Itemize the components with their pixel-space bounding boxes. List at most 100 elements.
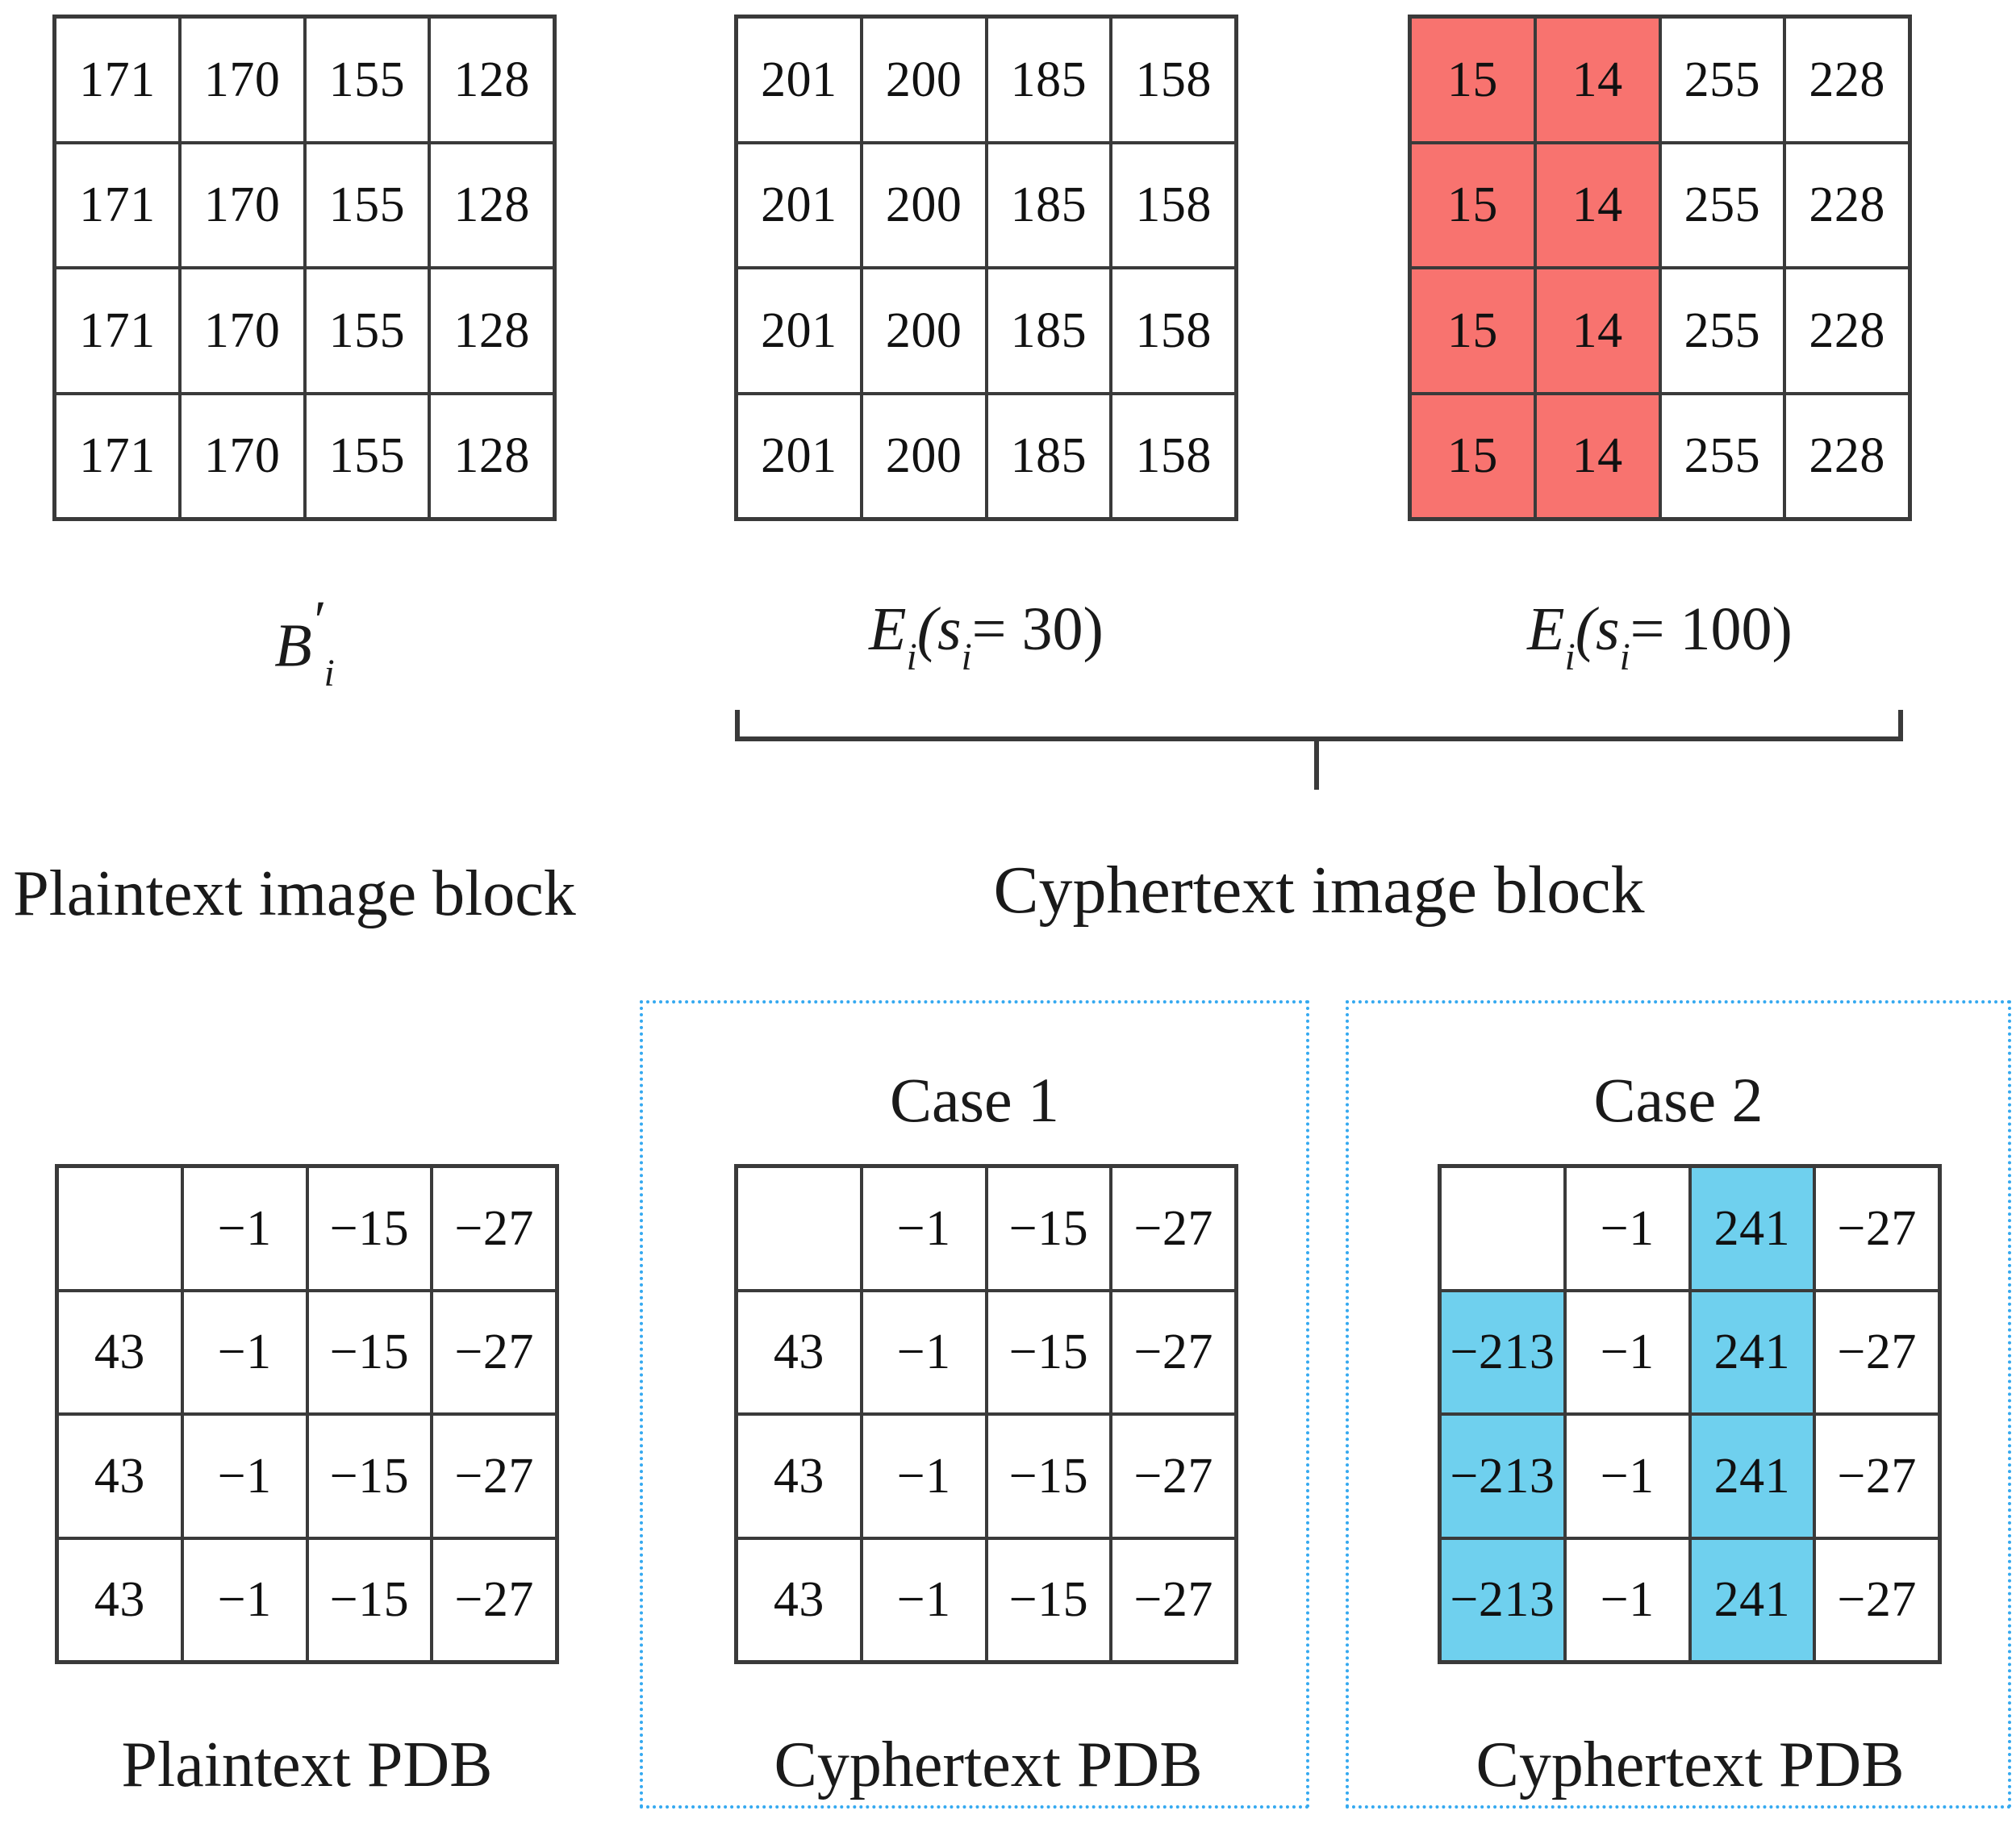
- grid-cell: 155: [306, 394, 428, 517]
- grid-cell: 201: [738, 394, 860, 517]
- grid-cell: 43: [59, 1291, 181, 1412]
- grid-cell: 228: [1786, 394, 1908, 517]
- grid-cell: −27: [433, 1416, 555, 1537]
- label-open-paren: (s: [916, 595, 962, 663]
- grid-cell: [1442, 1168, 1563, 1289]
- grid-cell: −15: [308, 1291, 431, 1412]
- ciphertext-group-brace: [726, 707, 1912, 791]
- grid-cell: 128: [431, 269, 553, 392]
- brace-svg: [735, 707, 1903, 790]
- grid-cell: 170: [181, 144, 303, 266]
- grid-cell: 200: [862, 394, 985, 517]
- grid-cell: −27: [433, 1291, 555, 1412]
- grid-cell: 200: [862, 269, 985, 392]
- label-value: = 30): [971, 595, 1104, 663]
- grid-cell: −1: [183, 1291, 306, 1412]
- grid-cell: 155: [306, 144, 428, 266]
- grid-cell: −27: [1112, 1291, 1234, 1412]
- prime-mark: ′: [311, 590, 323, 652]
- grid-cell: 43: [738, 1416, 860, 1537]
- grid-cell: 228: [1786, 269, 1908, 392]
- case1-title: Case 1: [889, 1065, 1060, 1135]
- grid-cell: 43: [738, 1539, 860, 1660]
- grid-cell: −1: [183, 1416, 306, 1537]
- grid-cell: 43: [59, 1539, 181, 1660]
- grid-cell: 171: [56, 394, 178, 517]
- grid-cell: 158: [1112, 269, 1234, 392]
- grid-cell: 15: [1412, 19, 1534, 141]
- grid-cell: −27: [1816, 1539, 1938, 1660]
- grid-cell: −27: [433, 1168, 555, 1289]
- grid-cell: 128: [431, 144, 553, 266]
- grid-cell: 14: [1536, 269, 1659, 392]
- grid-cell: −15: [987, 1168, 1110, 1289]
- subscript-i: i: [1619, 636, 1630, 678]
- grid-cell: 170: [181, 269, 303, 392]
- grid-cell: −213: [1442, 1539, 1563, 1660]
- grid-cell: 185: [987, 144, 1110, 266]
- grid-cell: −1: [183, 1168, 306, 1289]
- grid-cell: 185: [987, 394, 1110, 517]
- grid-cell: −15: [308, 1168, 431, 1289]
- grid-cell: 171: [56, 19, 178, 141]
- grid-cell: −15: [308, 1539, 431, 1660]
- grid-cell: 241: [1691, 1168, 1814, 1289]
- grid-cell: 241: [1691, 1416, 1814, 1537]
- grid-cell: 43: [59, 1416, 181, 1537]
- subscript-i: i: [323, 652, 335, 695]
- subscript-i: i: [961, 636, 972, 678]
- grid-cell: 171: [56, 144, 178, 266]
- grid-cell: −15: [987, 1291, 1110, 1412]
- grid-cell: −27: [1816, 1291, 1938, 1412]
- grid-cell: 14: [1536, 144, 1659, 266]
- grid-cell: 255: [1661, 394, 1784, 517]
- grid-cell: −27: [1816, 1416, 1938, 1537]
- label-E: E: [1527, 595, 1565, 663]
- grid-cell: −1: [862, 1168, 985, 1289]
- grid-cell: 14: [1536, 19, 1659, 141]
- grid-cell: [59, 1168, 181, 1289]
- grid-cell: 158: [1112, 19, 1234, 141]
- grid-cell: 201: [738, 144, 860, 266]
- grid-cell: 128: [431, 394, 553, 517]
- grid-cell: 155: [306, 19, 428, 141]
- grid-cell: 200: [862, 19, 985, 141]
- caption-cyphertext-image-block: Cyphertext image block: [993, 853, 1645, 928]
- grid-cell: 170: [181, 19, 303, 141]
- case2-title: Case 2: [1593, 1065, 1763, 1135]
- grid-cell: −213: [1442, 1416, 1563, 1537]
- grid-cell: 171: [56, 269, 178, 392]
- grid-cell: −27: [1112, 1539, 1234, 1660]
- grid-cell: −15: [308, 1416, 431, 1537]
- grid-cell: −15: [987, 1416, 1110, 1537]
- grid-cell: −1: [862, 1416, 985, 1537]
- caption-plaintext-pdb: Plaintext PDB: [121, 1729, 493, 1800]
- grid-cell: 155: [306, 269, 428, 392]
- grid-cell: 200: [862, 144, 985, 266]
- ciphertext-block-label-s100: Ei(si= 100): [1408, 599, 1912, 676]
- grid-cell: 241: [1691, 1539, 1814, 1660]
- grid-cell: 14: [1536, 394, 1659, 517]
- grid-cell: 185: [987, 269, 1110, 392]
- grid-cell: −15: [987, 1539, 1110, 1660]
- grid-cell: −1: [1566, 1416, 1688, 1537]
- grid-cell: −27: [1816, 1168, 1938, 1289]
- grid-cell: −213: [1442, 1291, 1563, 1412]
- grid-cell: −27: [1112, 1416, 1234, 1537]
- caption-cyphertext-pdb-case1: Cyphertext PDB: [774, 1729, 1203, 1800]
- label-open-paren: (s: [1575, 595, 1620, 663]
- plaintext-block-label: B′i: [52, 593, 557, 693]
- grid-cell: 158: [1112, 144, 1234, 266]
- case2-dotted-box: [1346, 1000, 2011, 1809]
- grid-cell: −27: [1112, 1168, 1234, 1289]
- caption-cyphertext-pdb-case2: Cyphertext PDB: [1475, 1729, 1905, 1800]
- label-B: B: [274, 611, 312, 680]
- label-E: E: [869, 595, 907, 663]
- case1-dotted-box: [640, 1000, 1309, 1809]
- grid-cell: 158: [1112, 394, 1234, 517]
- grid-cell: −1: [1566, 1168, 1688, 1289]
